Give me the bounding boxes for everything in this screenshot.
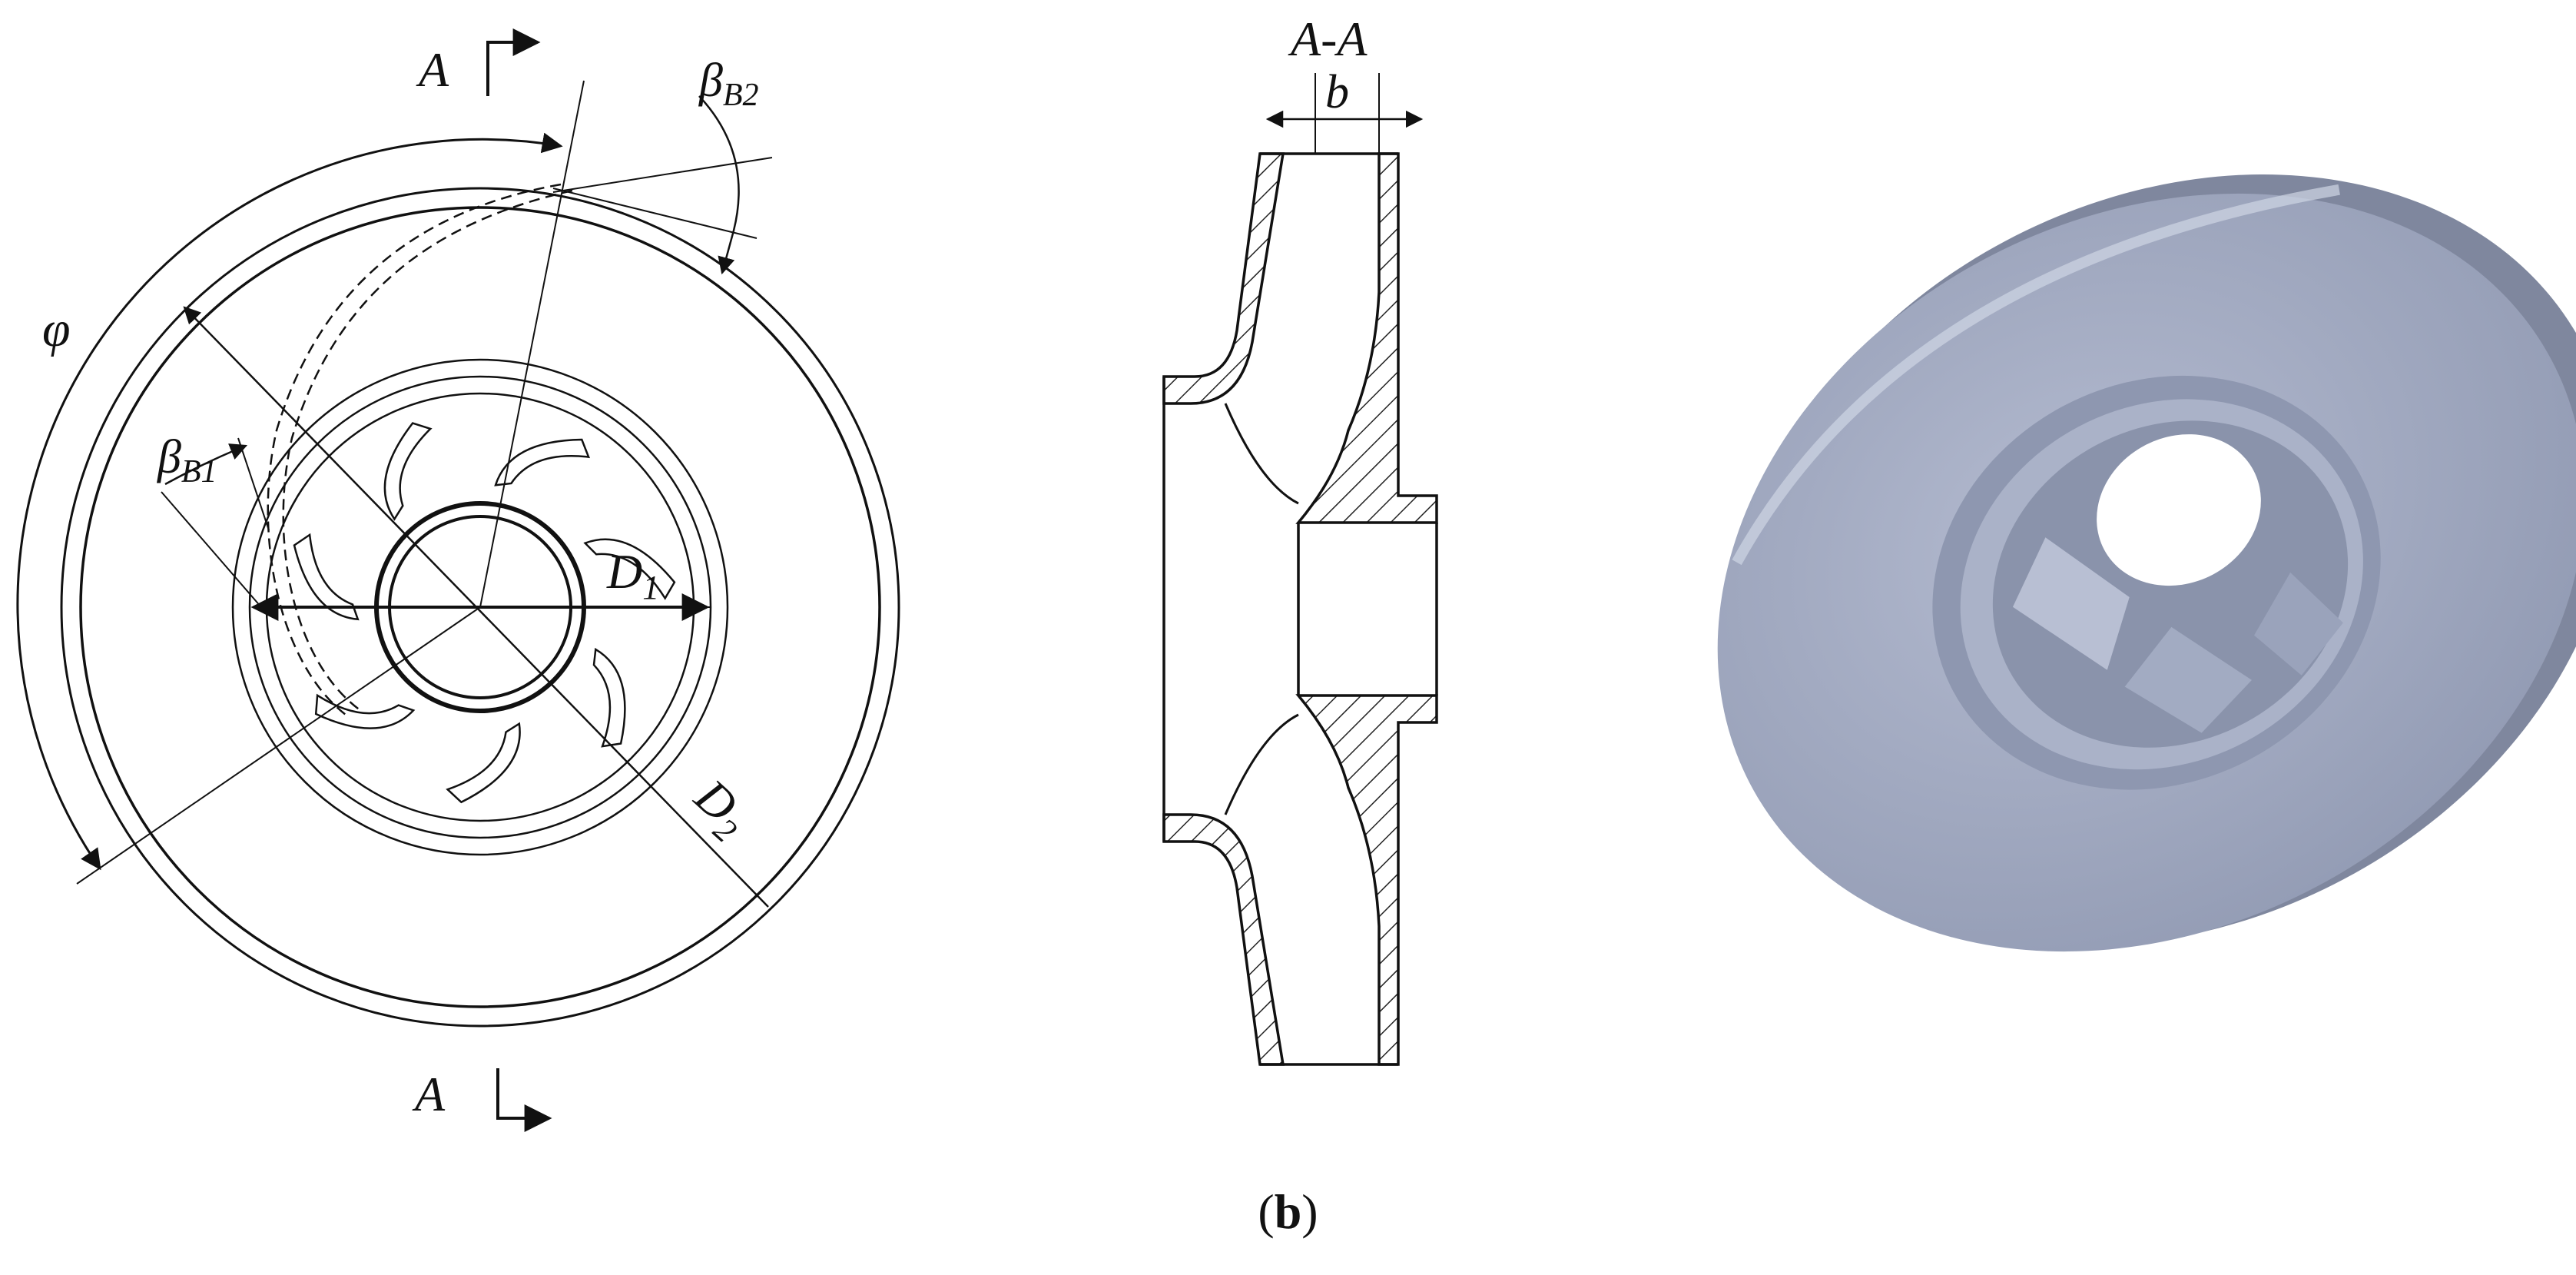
render-highlight: [1732, 184, 2340, 566]
blade-7: [583, 538, 676, 600]
beta-b2-tangent-2: [552, 188, 758, 239]
blade-hidden-outline-2: [282, 189, 573, 712]
wrap-angle-arc: [16, 132, 563, 871]
wrap-angle-label: φ: [42, 301, 71, 357]
hub-disc-section: [1295, 152, 1438, 524]
section-view-labels: A-A b: [1288, 12, 1368, 118]
render-blade-1: [2012, 537, 2130, 670]
d1-label: D1: [606, 544, 659, 606]
beta-b2-arc: [698, 95, 740, 275]
blade-5: [383, 422, 433, 521]
section-line: [479, 80, 585, 608]
section-marker-bottom: A: [412, 1067, 446, 1121]
blade-profile-upper: [1224, 403, 1299, 505]
d2-label: D2: [679, 768, 761, 850]
section-title: A-A: [1288, 12, 1368, 66]
center-leader: [76, 606, 481, 885]
section-arrow-bottom: [496, 1068, 552, 1132]
render-blade-3: [2254, 572, 2343, 676]
blade-profile-lower: [1224, 713, 1299, 815]
beta-b2-label: βB2: [698, 55, 759, 113]
shroud-section-lower: [1162, 813, 1285, 1066]
impeller-render: [1717, 174, 2576, 952]
front-view-labels: A A φ βB1 βB2 D1 D2: [42, 42, 761, 1121]
render-blade-2: [2124, 626, 2252, 733]
blade-6: [494, 438, 591, 486]
figure-caption: (b): [1258, 1184, 1318, 1239]
b-label: b: [1325, 66, 1349, 118]
section-arrow-top: [486, 28, 541, 96]
section-marker-top: A: [416, 42, 449, 97]
hub-disc-section-lower: [1295, 694, 1438, 1066]
shroud-section: [1162, 152, 1285, 405]
front-view: [16, 28, 900, 1132]
section-view: [1162, 73, 1438, 1066]
beta-b1-leader-2: [237, 437, 270, 531]
beta-b1-leader-1: [161, 491, 262, 608]
blade-2: [446, 722, 521, 804]
blade-1: [592, 647, 626, 748]
render-hub-bore: [2097, 434, 2261, 586]
beta-b1-label: βB1: [157, 431, 217, 490]
